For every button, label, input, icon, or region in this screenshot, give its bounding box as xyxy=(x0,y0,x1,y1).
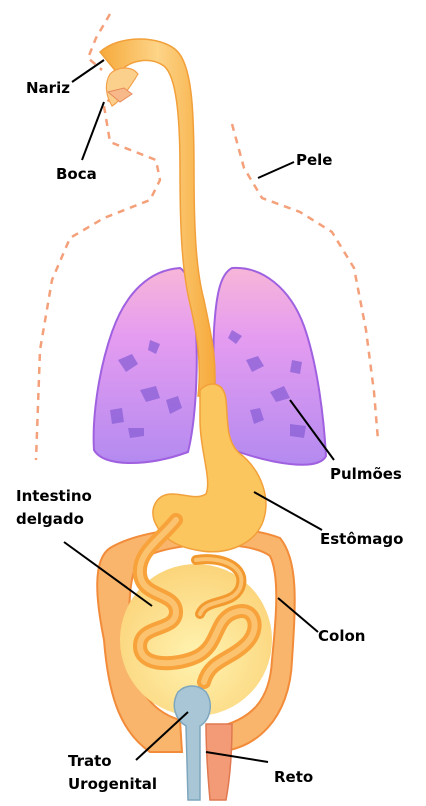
label-nariz: Nariz xyxy=(26,79,70,98)
leader-boca xyxy=(82,102,104,160)
left-lung xyxy=(94,268,197,463)
label-pele: Pele xyxy=(296,151,332,170)
label-reto: Reto xyxy=(274,768,313,787)
leader-pele xyxy=(258,162,294,178)
label-trato-line2: Urogenital xyxy=(68,775,157,794)
label-intestino-line2: delgado xyxy=(16,510,84,529)
right-lung xyxy=(214,268,326,465)
label-pulmoes: Pulmões xyxy=(330,465,402,484)
rectum xyxy=(206,724,232,800)
label-intestino-line1: Intestino xyxy=(16,487,92,506)
label-colon: Colon xyxy=(318,627,365,646)
label-boca: Boca xyxy=(56,165,97,184)
leader-nariz xyxy=(72,60,104,82)
label-estomago: Estômago xyxy=(320,530,403,549)
label-trato-line1: Trato xyxy=(68,752,112,771)
